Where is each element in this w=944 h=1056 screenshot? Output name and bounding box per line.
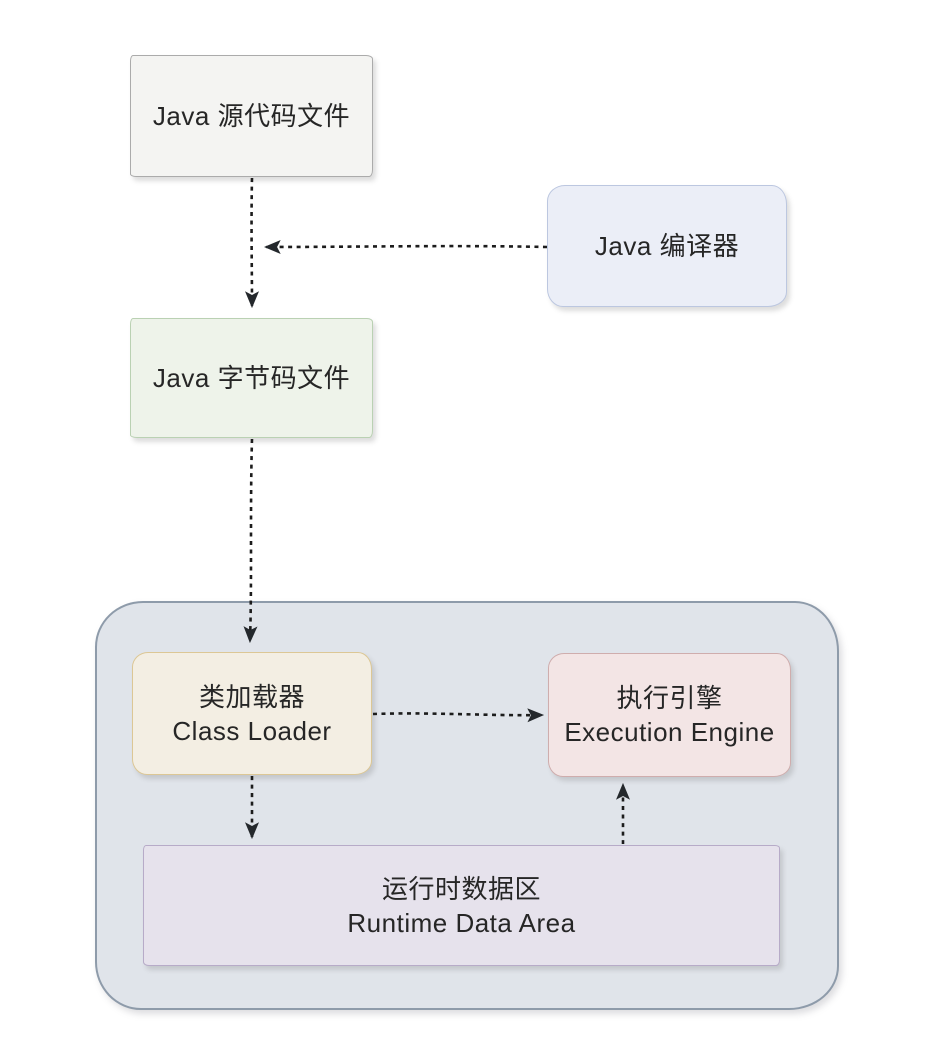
node-java-bytecode-file: Java 字节码文件 [130, 318, 373, 438]
node-class-loader: 类加载器 Class Loader [132, 652, 372, 775]
node-runtime-data-area-label-en: Runtime Data Area [347, 907, 576, 938]
node-java-source-file-label: Java 源代码文件 [152, 101, 351, 131]
node-java-source-file: Java 源代码文件 [130, 55, 373, 177]
node-runtime-data-area-label-zh: 运行时数据区 [381, 873, 541, 904]
node-java-compiler-label: Java 编译器 [594, 231, 740, 261]
node-class-loader-label-en: Class Loader [172, 715, 332, 746]
node-java-compiler: Java 编译器 [547, 185, 787, 307]
node-execution-engine-label-en: Execution Engine [564, 717, 775, 747]
node-runtime-data-area: 运行时数据区 Runtime Data Area [143, 845, 780, 966]
node-execution-engine-label-zh: 执行引擎 [616, 683, 723, 713]
node-class-loader-label-zh: 类加载器 [198, 681, 305, 712]
node-java-bytecode-file-label: Java 字节码文件 [152, 363, 351, 393]
arrow-compiler-to-flow [263, 239, 548, 254]
node-execution-engine: 执行引擎 Execution Engine [548, 653, 791, 777]
